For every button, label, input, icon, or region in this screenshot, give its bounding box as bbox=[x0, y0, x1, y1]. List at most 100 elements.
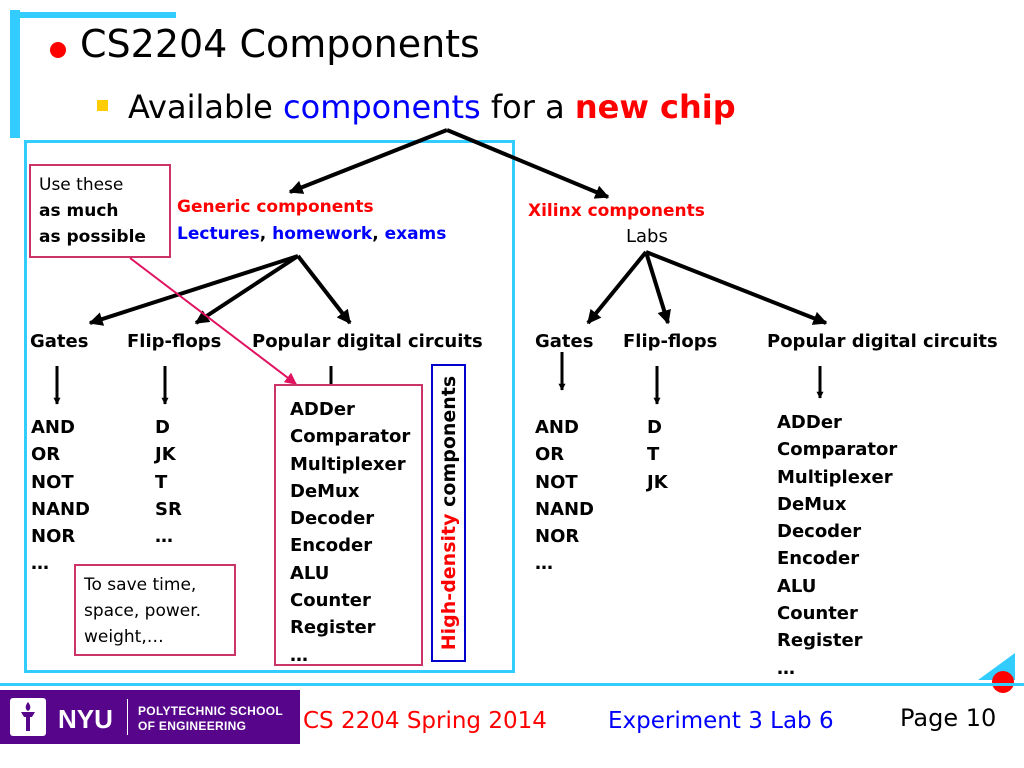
list-item: JK bbox=[647, 471, 668, 493]
note-use-these: Use these as much as possible bbox=[29, 164, 171, 258]
list-item: AND bbox=[31, 417, 75, 438]
subtitle-new-chip: new chip bbox=[574, 88, 736, 126]
list-item: … bbox=[535, 553, 553, 575]
arrow-generic-to-gates bbox=[88, 254, 299, 326]
list-item: T bbox=[155, 471, 168, 493]
generic-circuits-box: ADDer Comparator Multiplexer DeMux Decod… bbox=[274, 384, 423, 666]
subtitle-bullet-icon bbox=[97, 100, 108, 111]
list-item: Register bbox=[290, 617, 376, 639]
list-item: NOR bbox=[535, 526, 580, 548]
generic-homework: homework bbox=[272, 224, 373, 244]
arrow-xilinx-to-gates bbox=[586, 250, 648, 325]
nyu-school-line1: POLYTECHNIC SCHOOL bbox=[138, 704, 283, 718]
list-item: DeMux bbox=[290, 480, 360, 502]
list-item: ALU bbox=[290, 562, 330, 584]
note-save-line1: To save time, bbox=[84, 575, 197, 595]
generic-gates-label: Gates bbox=[30, 331, 89, 352]
xilinx-gates-list: AND OR NOT NAND NOR … bbox=[535, 414, 594, 578]
arrow-root-to-generic bbox=[288, 128, 448, 194]
list-item: NAND bbox=[31, 498, 91, 520]
generic-lectures: Lectures bbox=[177, 224, 260, 244]
list-item: DeMux bbox=[777, 493, 847, 515]
nyu-separator bbox=[127, 699, 128, 735]
list-item: ALU bbox=[777, 575, 817, 597]
generic-gates-list: AND OR NOT NAND NOR … bbox=[31, 414, 90, 578]
frame-left-bar bbox=[10, 10, 20, 138]
note-save-time: To save time, space, power. weight,… bbox=[74, 564, 236, 656]
arrow-generic-to-flipflops bbox=[194, 254, 300, 325]
list-item: JK bbox=[155, 444, 176, 466]
list-item: Encoder bbox=[777, 548, 860, 570]
list-item: ADDer bbox=[777, 412, 842, 433]
arrow-xilinx-to-flipflops bbox=[644, 251, 671, 325]
note-use-line1: Use these bbox=[39, 175, 124, 195]
generic-heading: Generic components bbox=[177, 197, 374, 217]
list-item: Decoder bbox=[777, 521, 862, 543]
list-item: T bbox=[647, 444, 660, 466]
nyu-torch-icon bbox=[10, 698, 46, 736]
nyu-logo bbox=[0, 690, 300, 744]
list-item: NAND bbox=[535, 498, 595, 520]
note-save-line3: weight,… bbox=[84, 627, 164, 647]
list-item: AND bbox=[535, 417, 579, 438]
footer-experiment: Experiment 3 Lab 6 bbox=[608, 708, 834, 734]
nyu-wordmark: NYU bbox=[58, 704, 113, 734]
generic-exams: exams bbox=[384, 224, 447, 244]
xilinx-flipflops-label: Flip-flops bbox=[623, 331, 718, 352]
arrow-root-to-xilinx bbox=[446, 128, 610, 199]
list-item: Comparator bbox=[290, 426, 411, 448]
list-item: OR bbox=[535, 444, 565, 466]
generic-flipflops-label: Flip-flops bbox=[127, 331, 222, 352]
footer-course: CS 2204 Spring 2014 bbox=[303, 708, 547, 734]
arrow-generic-to-circuits bbox=[296, 254, 352, 325]
generic-heading-block: Generic components Lectures, homework, e… bbox=[177, 194, 446, 248]
xilinx-sub: Labs bbox=[626, 226, 668, 247]
list-item: NOT bbox=[535, 471, 578, 493]
list-item: Multiplexer bbox=[290, 453, 406, 475]
xilinx-circuits-list: ADDer Comparator Multiplexer DeMux Decod… bbox=[777, 409, 897, 682]
note-use-line3: as possible bbox=[39, 227, 146, 247]
list-item: Counter bbox=[777, 603, 858, 625]
generic-uses: Lectures, homework, exams bbox=[177, 221, 446, 248]
footer-line bbox=[0, 683, 1024, 686]
footer-page-number: Page 10 bbox=[900, 704, 997, 732]
title-bullet-icon bbox=[50, 42, 66, 58]
generic-flipflops-list: D JK T SR … bbox=[155, 414, 182, 550]
list-item: Encoder bbox=[290, 535, 373, 557]
list-item: Comparator bbox=[777, 439, 898, 461]
list-item: ADDer bbox=[290, 399, 355, 420]
note-use-line2: as much bbox=[39, 201, 119, 221]
list-item: Register bbox=[777, 630, 863, 652]
high-density-part2: components bbox=[438, 375, 460, 507]
high-density-box bbox=[431, 364, 466, 662]
xilinx-heading: Xilinx components bbox=[528, 201, 705, 221]
generic-components-panel bbox=[24, 140, 515, 673]
subtitle-prefix: Available bbox=[128, 88, 273, 126]
subtitle-components: components bbox=[283, 88, 481, 126]
list-item: D bbox=[647, 417, 662, 438]
high-density-part1: High-density bbox=[438, 513, 460, 651]
list-item: Counter bbox=[290, 590, 371, 612]
list-item: … bbox=[155, 526, 173, 548]
list-item: NOR bbox=[31, 526, 76, 548]
generic-circuits-label: Popular digital circuits bbox=[252, 331, 483, 352]
list-item: D bbox=[155, 417, 170, 438]
list-item: … bbox=[290, 644, 308, 666]
page-title: CS2204 Components bbox=[80, 22, 480, 66]
generic-comma2: , bbox=[372, 224, 379, 244]
subtitle-middle: for a bbox=[490, 88, 565, 126]
nyu-school-line2: OF ENGINEERING bbox=[138, 719, 247, 733]
xilinx-circuits-label: Popular digital circuits bbox=[767, 331, 998, 352]
corner-decoration-icon bbox=[978, 653, 1015, 693]
subtitle: Available components for a new chip bbox=[128, 88, 736, 126]
note-save-line2: space, power. bbox=[84, 601, 202, 621]
high-density-label: High-density components bbox=[438, 376, 460, 650]
xilinx-gates-label: Gates bbox=[535, 331, 594, 352]
list-item: SR bbox=[155, 498, 182, 520]
arrow-note-to-circuits bbox=[129, 257, 297, 385]
arrow-xilinx-to-circuits bbox=[645, 250, 828, 325]
list-item: … bbox=[777, 657, 795, 679]
frame-top-bar bbox=[10, 12, 176, 18]
list-item: … bbox=[31, 553, 49, 575]
